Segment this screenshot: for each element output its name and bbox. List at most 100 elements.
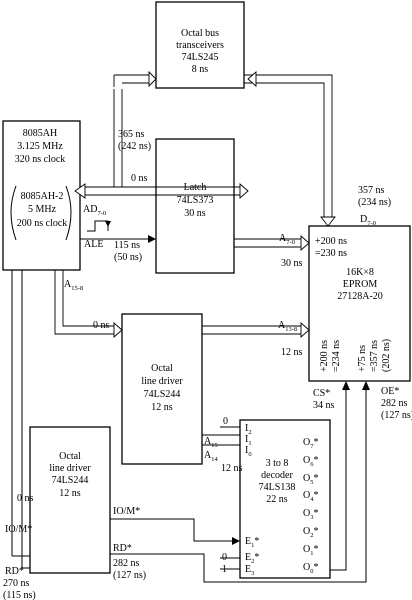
ad-bus-arrow-right [239,183,249,199]
decoder-output-o4: O4* [303,490,318,503]
a14-time: 12 ns [221,463,243,474]
a7-0-label: A7-0 [279,233,295,246]
iom-label: IO/M* [5,524,32,535]
i2-const: 0 [223,416,228,427]
ale-time-115: 115 ns [114,240,140,251]
rd-out-label: RD* [113,543,132,554]
bus-transceivers-block [155,1,245,89]
data-bus-right-inner [244,82,325,218]
a13-8-bus-arrow [300,322,310,338]
decoder-output-o7: O7* [303,437,318,450]
a13-8-time: 12 ns [281,347,303,358]
upper-driver-time: 12 ns [151,402,173,413]
decoder-output-o5: O5* [303,473,318,486]
ale-pulse-icon [87,220,109,232]
eprom-cs-delay-1: +200 ns [319,340,330,372]
decoder-line1: 3 to 8 [266,458,289,469]
rd-time-282: 282 ns [113,558,140,569]
a15-8-bus-arrow [113,322,123,338]
rd-time-270: 270 ns [3,578,30,589]
latch-part: 74LS373 [177,195,214,206]
decoder-input-i1: I1 [245,434,252,447]
cs-label: CS* [313,388,330,399]
upper-line-driver-block [121,313,203,465]
a13-8-label: A13-8 [278,320,297,333]
eprom-name: EPROM [343,279,378,290]
latch-time: 30 ns [184,208,206,219]
data-bus-arrow-eprom [320,216,336,227]
decoder-input-i0: I0 [245,445,252,458]
bus-time-365: 365 ns [118,129,145,140]
oe-arrow [362,381,370,390]
a15-8-bus-inner [62,270,114,327]
data-bus-right-outer [244,74,333,218]
lower-driver-line1: Octal [59,451,81,462]
iom-line-to-decoder [110,518,234,542]
oe-time: 282 ns [381,398,408,409]
eprom-size: 16K×8 [346,267,374,278]
transceivers-part: 74LS245 [182,52,219,63]
xcvr-bus-arrow-in [148,70,157,88]
rd-line-from-cpu [21,270,30,569]
cpu-alt-paren-left [10,185,17,241]
cs-line [330,389,347,571]
a7-0-bus-arrow [300,235,310,251]
rd-time-115: (115 ns) [3,590,36,600]
oe-time-alt: (127 ns) [381,410,412,421]
d7-0-label: D7-0 [360,214,376,227]
eprom-oe-delay-1: +75 ns [357,345,368,372]
ale-time-50: (50 ns) [114,252,142,263]
latch-block [155,138,235,274]
data-time-234: (234 ns) [358,197,391,208]
ale-label: ALE [84,239,103,250]
decoder-block [239,419,331,579]
data-bus-arrow-xcvr [247,71,257,87]
upper-driver-line1: Octal [151,363,173,374]
eprom-oe-delay-2: =357 ns [369,340,380,372]
upper-driver-part: 74LS244 [144,389,181,400]
lower-driver-part: 74LS244 [52,475,89,486]
e3-const: 1 [222,564,227,575]
upper-driver-line2: line driver [141,376,183,387]
e2-const: 0 [222,552,227,563]
rd-time-127: (127 ns) [113,570,146,581]
decoder-output-o0: O0* [303,562,318,575]
decoder-output-o1: O1* [303,544,318,557]
bus-time-242: (242 ns) [118,141,151,152]
eprom-block [308,225,411,382]
a15-8-bus-outer [54,270,114,335]
data-time-357: 357 ns [358,185,385,196]
oe-label: OE* [381,386,399,397]
eprom-cs-delay-2: =234 ns [331,340,342,372]
cpu-freq: 3.125 MHz [17,141,63,152]
transceivers-time: 8 ns [192,64,209,75]
lower-driver-time: 12 ns [59,488,81,499]
a15-8-time-0: 0 ns [93,320,110,331]
eprom-part: 27128A-20 [337,291,383,302]
ad-time-0: 0 ns [131,173,148,184]
cpu-clock: 320 ns clock [15,154,66,165]
decoder-enable-e1: E1* [245,536,259,549]
iom-arrow [232,537,240,545]
cs-time: 34 ns [313,400,335,411]
ale-edge-arrow [105,221,111,227]
decoder-time: 22 ns [266,494,288,505]
latch-name: Latch [184,182,207,193]
decoder-input-i2: I2 [245,423,252,436]
ale-arrow [148,235,156,243]
a14-label: A14 [204,450,218,463]
transceivers-line2: transceivers [176,40,224,51]
rd-line-to-oe [110,389,367,583]
decoder-output-o6: O6* [303,455,318,468]
lower-line-driver-block [29,426,111,574]
decoder-output-o3: O3* [303,508,318,521]
decoder-part: 74LS138 [259,482,296,493]
a15-label: A15 [204,436,218,449]
decoder-output-o2: O2* [303,526,318,539]
ad-pin-label: AD7-0 [83,204,106,217]
transceivers-line1: Octal bus [181,28,219,39]
eprom-time-2: =230 ns [315,248,347,259]
cs-arrow [342,381,350,390]
a15-8-label: A15-8 [64,279,83,292]
rd-label: RD* [5,566,24,577]
